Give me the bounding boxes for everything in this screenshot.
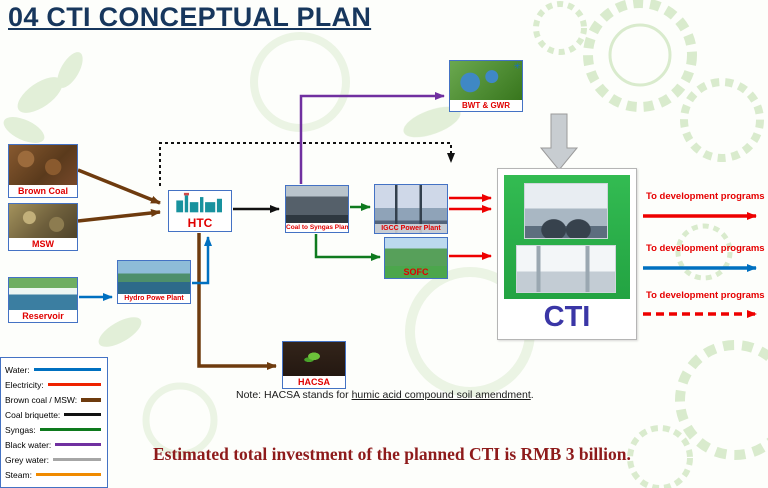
- bwt-photo: [450, 61, 522, 100]
- legend-label-coal-briquette: Coal briquette:: [5, 409, 61, 420]
- legend-line-steam: [35, 473, 101, 476]
- legend-row-steam: Steam:: [5, 467, 103, 482]
- msw-photo: [9, 204, 77, 238]
- legend-label-syngas: Syngas:: [5, 424, 36, 435]
- legend-row-syngas: Syngas:: [5, 422, 103, 437]
- note-prefix: Note: HACSA stands for: [236, 389, 352, 401]
- cti-image-panel: [504, 175, 630, 299]
- legend-line-water: [33, 368, 101, 371]
- brown-coal-label: Brown Coal: [9, 185, 77, 197]
- grey-water-arrow: [539, 113, 579, 171]
- reservoir-label: Reservoir: [9, 310, 77, 322]
- node-hacsa: HACSA: [282, 341, 346, 389]
- hydro-plant-label: Hydro Powe Plant: [118, 294, 190, 303]
- hacsa-photo: [283, 342, 345, 376]
- recycle-icon: ✳: [513, 61, 521, 71]
- htc-label: HTC: [169, 215, 231, 231]
- note-underlined: humic acid compound soil amendment: [351, 389, 531, 401]
- legend-line-syngas: [39, 428, 101, 431]
- reservoir-photo: [9, 278, 77, 310]
- legend-label-steam: Steam:: [5, 469, 32, 480]
- legend-row-coal-briquette: Coal briquette:: [5, 407, 103, 422]
- note: Note: HACSA stands for humic acid compou…: [236, 389, 534, 401]
- node-bwt-gwr: ✳ BWT & GWR: [449, 60, 523, 112]
- legend-label-electricity: Electricity:: [5, 379, 44, 390]
- legend-row-black-water: Black water:: [5, 437, 103, 452]
- legend-row-electricity: Electricity:: [5, 377, 103, 392]
- node-msw: MSW: [8, 203, 78, 251]
- node-reservoir: Reservoir: [8, 277, 78, 323]
- legend-line-electricity: [47, 383, 101, 386]
- hydro-plant-photo: [118, 261, 190, 294]
- investment-statement: Estimated total investment of the planne…: [153, 444, 631, 464]
- hacsa-label: HACSA: [283, 376, 345, 388]
- legend-label-brown-coal: Brown coal / MSW:: [5, 394, 78, 405]
- node-sofc: SOFC: [384, 237, 448, 279]
- legend-line-grey-water: [52, 458, 101, 461]
- legend-line-brown-coal: [81, 397, 101, 402]
- legend-row-brown-coal: Brown coal / MSW:: [5, 392, 103, 407]
- output-label-2: To development programs: [646, 243, 765, 254]
- node-coal-to-syngas-plant: Coal to Syngas Plant: [285, 185, 349, 233]
- legend: Water: Electricity: Brown coal / MSW: Co…: [0, 357, 108, 488]
- legend-line-black-water: [55, 443, 101, 446]
- syngas-plant-label: Coal to Syngas Plant: [286, 223, 348, 232]
- legend-line-coal-briquette: [64, 413, 101, 416]
- sofc-photo: [385, 238, 447, 266]
- power-plant-photo-2: [516, 245, 616, 293]
- legend-row-grey-water: Grey water:: [5, 452, 103, 467]
- node-cti: CTI: [497, 168, 637, 340]
- output-label-1: To development programs: [646, 191, 765, 202]
- brown-coal-photo: [9, 145, 77, 185]
- legend-label-black-water: Black water:: [5, 439, 52, 450]
- page-title: 04 CTI CONCEPTUAL PLAN: [8, 2, 372, 32]
- cti-label: CTI: [543, 301, 591, 333]
- bwt-label: BWT & GWR: [450, 100, 522, 111]
- msw-label: MSW: [9, 238, 77, 250]
- legend-row-water: Water:: [5, 362, 103, 377]
- igcc-label: IGCC Power Plant: [375, 224, 447, 233]
- legend-label-grey-water: Grey water:: [5, 454, 49, 465]
- sofc-label: SOFC: [385, 266, 447, 278]
- node-hydro-power-plant: Hydro Powe Plant: [117, 260, 191, 304]
- syngas-plant-photo: [286, 186, 348, 223]
- node-igcc-power-plant: IGCC Power Plant: [374, 184, 448, 234]
- power-plant-photo: [524, 183, 608, 239]
- output-label-3: To development programs: [646, 290, 765, 301]
- factory-icon: [169, 191, 231, 215]
- legend-label-water: Water:: [5, 364, 30, 375]
- note-suffix: .: [530, 389, 534, 401]
- node-brown-coal: Brown Coal: [8, 144, 78, 198]
- node-htc: HTC: [168, 190, 232, 232]
